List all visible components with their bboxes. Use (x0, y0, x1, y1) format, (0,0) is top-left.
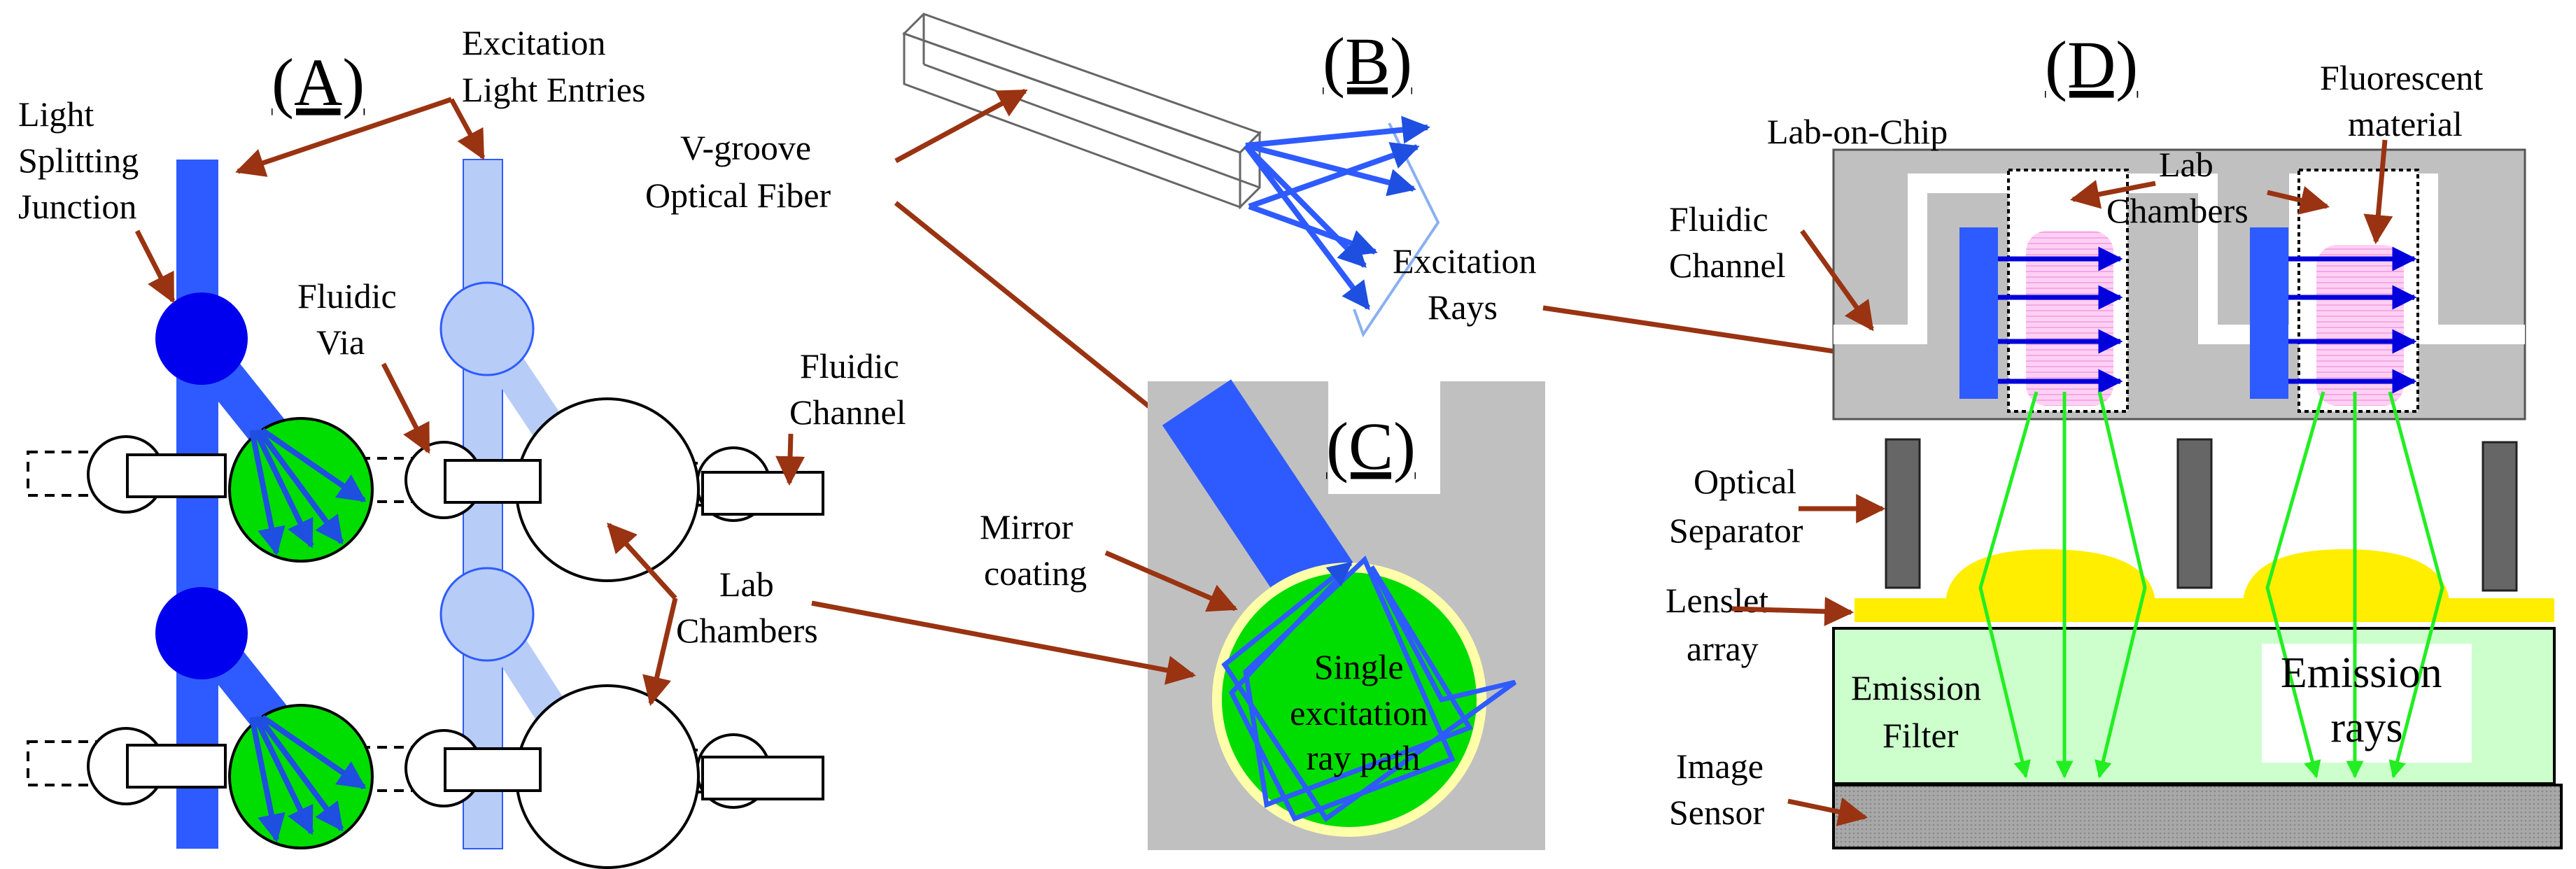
callout-arrows-a (134, 97, 805, 707)
lenslet-2 (2243, 549, 2449, 600)
label-light-splitting: Light Splitting Junction (18, 94, 148, 226)
panel-d: (D) (1666, 27, 2563, 849)
panel-a: (A) (18, 23, 908, 869)
label-lenslet-array: Lenslet array (1666, 581, 1778, 668)
vgroove-fiber-wireframe (902, 13, 1262, 210)
label-fluidic-channel-d: Fluidic Channel (1669, 199, 1786, 285)
label-fluidic-channel-a: Fluidic Channel (789, 346, 908, 432)
junction-left-bottom (155, 587, 248, 679)
fluorescent-material-2 (2316, 245, 2404, 406)
label-emission-filter: Emission Filter (1851, 668, 1990, 755)
single-excitation-ray-path (1221, 556, 1517, 822)
lab-chamber-bottom (515, 684, 700, 869)
label-lab-chambers-a: Lab Chambers (676, 565, 818, 650)
junction-right-bottom (439, 567, 535, 662)
label-emission-rays: Emission rays (2281, 649, 2453, 751)
panel-d-title: (D) (2045, 27, 2138, 102)
emission-rays (1978, 391, 2444, 779)
panel-b: (B) V-groove Optical Fiber Excitation (645, 13, 2015, 492)
panel-a-title: (A) (272, 45, 365, 120)
chamber-rays-a (249, 428, 367, 842)
panel-c-title: (C) (1326, 409, 1416, 483)
label-lab-chambers-d: Lab Chambers (2106, 145, 2248, 230)
label-fluidic-via: Fluidic Via (297, 276, 405, 362)
image-sensor (1832, 784, 2563, 849)
fiber-core (1162, 379, 1365, 625)
label-mirror-coating: Mirror coating (980, 507, 1087, 593)
lenslet-1 (1945, 549, 2155, 600)
excitation-rays-b (1243, 115, 1430, 311)
panel-c: (C) Single excitation ray path Mirror co… (811, 379, 1545, 850)
fluidic-channels-a (126, 453, 824, 800)
junction-left-top (155, 292, 248, 385)
chip-excitation-rays (1998, 246, 2417, 394)
optical-separators (1885, 438, 2518, 592)
lab-chamber-top (515, 397, 700, 582)
waveguide-left (176, 160, 218, 849)
label-single-path: Single excitation ray path (1290, 647, 1437, 777)
callout-arrows-d (1731, 139, 2393, 826)
waveguide-d1 (1959, 227, 1998, 399)
lenslet-base (1854, 598, 2554, 622)
label-lab-on-chip: Lab-on-Chip (1767, 112, 1948, 151)
label-fluorescent-material: Fluorescent material (2320, 58, 2492, 143)
label-excitation-rays: Excitation Rays (1393, 241, 1545, 327)
callout-arrows-c (811, 550, 1238, 685)
label-excitation-entries: Excitation Light Entries (462, 23, 645, 109)
label-vgroove-fiber: V-groove Optical Fiber (645, 128, 831, 215)
label-image-sensor: Image Sensor (1669, 747, 1772, 832)
label-optical-separator: Optical Separator (1669, 462, 1806, 550)
junction-right-top (439, 281, 535, 376)
waveguide-d2 (2250, 227, 2288, 399)
panel-b-title: (B) (1323, 24, 1412, 99)
fluorescent-material-1 (2026, 231, 2113, 406)
